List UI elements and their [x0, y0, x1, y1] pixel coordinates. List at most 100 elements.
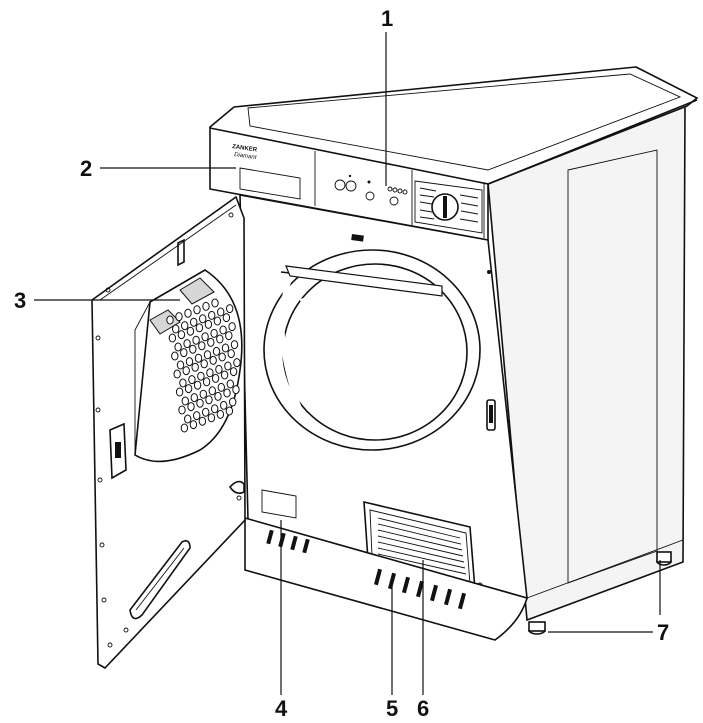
filter-hole: [185, 357, 194, 367]
leader-lines: [34, 32, 661, 695]
filter-hole: [201, 332, 209, 342]
filter-hole: [198, 416, 207, 426]
filter-hole: [207, 337, 215, 347]
filter-hole: [191, 362, 199, 372]
filter-hole: [184, 384, 193, 394]
callout-3: 3: [14, 288, 26, 313]
filter-hole: [171, 351, 179, 361]
filter-hole: [173, 369, 181, 379]
filter-hole: [180, 348, 188, 358]
filter-hole: [213, 316, 222, 326]
callout-4: 4: [275, 696, 288, 721]
callout-6: 6: [417, 696, 429, 721]
filter-hole: [204, 319, 213, 329]
filter-hole: [208, 310, 216, 320]
program-button-a: [334, 179, 346, 191]
filter-hole: [229, 367, 238, 377]
plinth: [244, 516, 684, 641]
door-screws: [95, 212, 242, 648]
filter-hole: [206, 368, 214, 378]
filter-hole: [203, 350, 212, 360]
brand-model: Diamant: [234, 152, 257, 161]
filter-hole: [226, 304, 234, 314]
brand-name: ZANKER: [232, 144, 258, 154]
filter-hole: [187, 402, 195, 412]
filter-hole: [229, 397, 237, 407]
filter-hole: [172, 324, 180, 334]
filter-hole: [211, 373, 220, 383]
filter-hole: [184, 414, 192, 424]
filter-hole: [222, 313, 231, 323]
filter-hole: [175, 387, 184, 397]
filter-hole: [221, 343, 230, 353]
filter-hole: [200, 359, 208, 369]
filter-hole: [227, 349, 235, 359]
filter-hole: [181, 396, 190, 406]
filter-hole: [199, 314, 207, 324]
filter-hole: [230, 340, 239, 350]
plinth-vent-slots: [266, 529, 467, 610]
filter-hole: [174, 342, 182, 352]
filter-hole: [182, 366, 190, 376]
filter-hole: [183, 339, 191, 349]
filter-hole: [202, 301, 210, 311]
filter-hole: [233, 358, 241, 368]
filter-hole: [180, 423, 189, 433]
option-button: [389, 196, 399, 206]
filter-hole: [218, 352, 226, 362]
filter-hole: [190, 393, 199, 403]
filter-hole: [184, 308, 192, 318]
filter-hole: [177, 330, 186, 340]
filter-hole: [216, 409, 225, 419]
filter-hole: [228, 322, 236, 332]
drum-opening: [263, 249, 481, 451]
filter-hole: [211, 404, 219, 414]
filter-hole: [225, 406, 234, 416]
filter-hole: [223, 388, 231, 398]
filter-holes: [166, 298, 241, 433]
indicator-lights: [387, 186, 408, 195]
filter-hole: [226, 379, 235, 389]
filter-hole: [219, 325, 227, 335]
filter-hole: [202, 377, 211, 387]
filter-hole: [186, 326, 195, 336]
lint-filter-housing: [134, 269, 243, 463]
filter-hole: [175, 312, 183, 322]
filter-hole: [199, 389, 208, 399]
filter-hole: [193, 411, 201, 421]
rating-plate: [261, 489, 297, 519]
filter-hole: [208, 386, 217, 396]
filter-hole: [193, 380, 202, 390]
filter-hole: [224, 361, 232, 371]
filter-hole: [195, 323, 204, 333]
door-catch: [486, 399, 496, 431]
filter-hole: [220, 400, 228, 410]
filter-hole: [210, 328, 218, 338]
filter-hole: [198, 341, 206, 351]
filter-hole: [190, 317, 198, 327]
filter-hole: [194, 353, 203, 363]
filter-hole: [181, 321, 189, 331]
callout-1: 1: [381, 6, 393, 31]
filter-hole: [207, 413, 216, 423]
filter-hole: [205, 395, 213, 405]
filter-hole: [214, 391, 222, 401]
grille-slots: [377, 517, 467, 575]
filter-hole: [212, 346, 221, 356]
callout-2: 2: [80, 156, 92, 181]
filter-hole: [168, 333, 177, 343]
open-door: [91, 195, 246, 670]
filter-hole: [192, 335, 200, 345]
filter-hole: [217, 382, 226, 392]
filter-hole: [193, 305, 201, 315]
filter-hole: [215, 364, 223, 374]
filter-hole: [179, 378, 187, 388]
start-button: [365, 191, 375, 201]
filter-hole: [220, 370, 229, 380]
filter-hole: [176, 360, 185, 370]
filter-hole: [216, 334, 224, 344]
control-panel: ZANKER Diamant: [209, 127, 489, 241]
filter-hole: [189, 420, 198, 430]
program-button-b: [345, 180, 357, 192]
